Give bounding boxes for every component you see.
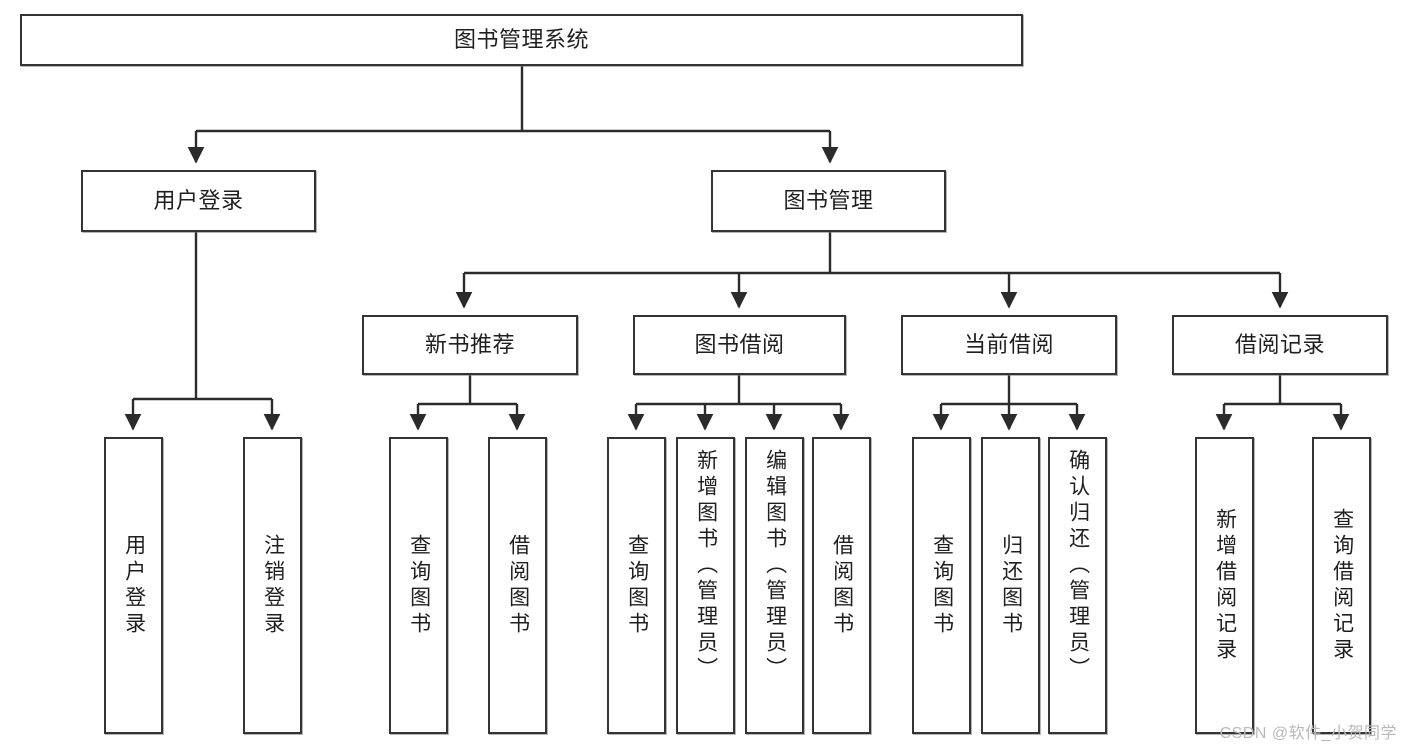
node-leaf-query-book-3[interactable]: 查询图书 [912, 437, 971, 734]
node-book-borrow[interactable]: 图书借阅 [633, 315, 846, 375]
node-leaf-query-book-2[interactable]: 查询图书 [607, 437, 666, 734]
node-user-login[interactable]: 用户登录 [81, 170, 316, 232]
node-leaf-user-login-label: 用户登录 [122, 533, 146, 638]
node-leaf-borrow-book-2-label: 借阅图书 [830, 533, 854, 638]
node-leaf-query-record[interactable]: 查询借阅记录 [1312, 437, 1371, 734]
node-user-login-label: 用户登录 [153, 188, 244, 214]
node-leaf-add-record[interactable]: 新增借阅记录 [1195, 437, 1254, 734]
node-new-book-rec[interactable]: 新书推荐 [362, 315, 578, 375]
node-leaf-add-record-label: 新增借阅记录 [1213, 507, 1237, 664]
node-leaf-edit-book[interactable]: 编辑图书（管理员） [745, 437, 804, 734]
node-leaf-query-book-3-label: 查询图书 [930, 533, 954, 638]
node-leaf-add-book[interactable]: 新增图书（管理员） [676, 437, 735, 734]
node-leaf-return-book[interactable]: 归还图书 [981, 437, 1040, 734]
node-leaf-return-book-label: 归还图书 [999, 533, 1023, 638]
node-new-book-rec-label: 新书推荐 [424, 332, 515, 358]
node-root[interactable]: 图书管理系统 [20, 14, 1023, 66]
node-book-borrow-label: 图书借阅 [694, 332, 785, 358]
node-leaf-edit-book-label: 编辑图书（管理员） [763, 449, 787, 683]
node-leaf-add-book-label: 新增图书（管理员） [694, 449, 718, 683]
node-leaf-borrow-book-1[interactable]: 借阅图书 [488, 437, 547, 734]
node-leaf-query-book-2-label: 查询图书 [625, 533, 649, 638]
watermark-text: CSDN @软件_小贺同学 [1219, 725, 1397, 742]
node-book-manage-label: 图书管理 [783, 188, 874, 214]
node-borrow-record-label: 借阅记录 [1234, 332, 1325, 358]
node-leaf-query-book-1-label: 查询图书 [407, 533, 431, 638]
node-leaf-borrow-book-2[interactable]: 借阅图书 [812, 437, 871, 734]
node-leaf-confirm-return-label: 确认归还（管理员） [1066, 449, 1090, 683]
node-book-manage[interactable]: 图书管理 [711, 170, 946, 232]
node-leaf-borrow-book-1-label: 借阅图书 [506, 533, 530, 638]
node-leaf-logout-login[interactable]: 注销登录 [243, 437, 302, 734]
node-leaf-confirm-return[interactable]: 确认归还（管理员） [1048, 437, 1107, 734]
node-leaf-user-login[interactable]: 用户登录 [104, 437, 163, 734]
node-root-label: 图书管理系统 [453, 27, 589, 53]
node-leaf-query-record-label: 查询借阅记录 [1330, 507, 1354, 664]
node-leaf-query-book-1[interactable]: 查询图书 [389, 437, 448, 734]
node-current-borrow-label: 当前借阅 [963, 332, 1054, 358]
node-leaf-logout-login-label: 注销登录 [261, 533, 285, 638]
node-borrow-record[interactable]: 借阅记录 [1172, 315, 1388, 375]
node-current-borrow[interactable]: 当前借阅 [901, 315, 1117, 375]
